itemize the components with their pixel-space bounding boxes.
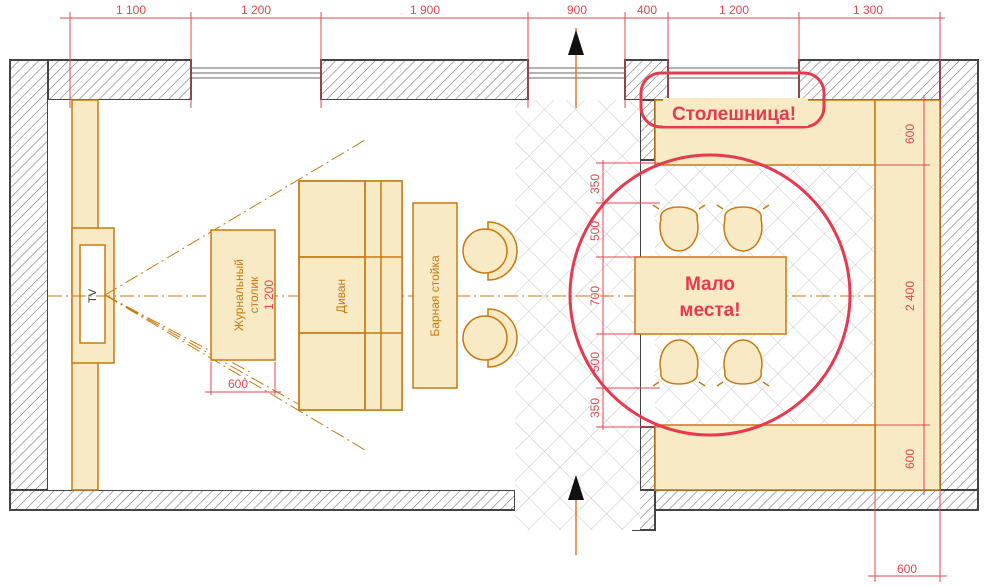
dim-top-1: 1 100 [116,3,146,17]
dim-top-2: 1 200 [241,3,271,17]
arrow-bottom-icon [568,475,584,500]
countertop-note: Столешница! [672,104,796,125]
pier-2 [320,59,529,101]
dining-set [634,204,787,387]
coffee-table-top [210,229,276,361]
dim-right-3: 600 [903,449,917,469]
sofa-cushion-3 [298,332,366,411]
little-space-line-1: Мало [685,274,735,295]
coffee-table-size: 1 200 [262,280,276,310]
bar-stools [462,221,518,368]
dim-right-1: 600 [903,124,917,144]
coffee-table-width: 600 [228,377,248,391]
window-3 [668,58,799,102]
coffee-table-label-1: Журнальный [232,259,246,331]
coffee-table-label-2: столик [247,276,261,313]
dim-bottom: 600 [897,562,917,576]
bar-counter-label: Барная стойка [428,255,442,337]
dim-top-3: 1 900 [410,3,440,17]
countertop-bottom [654,424,876,491]
dim-kitchen-5: 350 [588,398,602,418]
dim-top-7: 1 300 [853,3,883,17]
annotation-countertop: Столешница! [639,71,826,129]
dim-right-2: 2 400 [903,281,917,311]
top-dimension-labels: 1 100 1 200 1 900 900 400 1 200 1 300 [116,3,883,17]
bar-counter [412,202,458,389]
chair-2 [716,204,770,252]
little-space-circle [568,153,852,437]
partition-bottom [639,426,656,491]
dim-kitchen-3: 700 [588,286,602,306]
sofa [298,180,403,411]
bottom-dimension-line [868,490,947,582]
tiled-floor [515,100,640,530]
arrow-top-icon [568,30,584,55]
right-wall [939,59,979,511]
sofa-label: Диван [334,279,348,313]
dim-top-4: 900 [567,3,587,17]
sofa-back [364,180,403,411]
tv-label: TV [87,288,99,303]
chair-1 [652,204,706,252]
right-dimension-labels: 600 2 400 600 [903,124,917,469]
dim-top-5: 400 [637,3,657,17]
dim-top-6: 1 200 [719,3,749,17]
top-dimension-line [60,12,945,108]
right-dimension-line [875,95,930,495]
tv-screen [79,244,106,344]
coffee-table: Журнальный столик 1 200 600 [205,229,281,395]
bottom-wall-right [632,489,979,511]
annotation-little-space: Мало места! [568,153,852,437]
kitchen-dimension-labels: 350 500 700 500 350 [588,174,602,418]
window-1 [191,58,321,102]
chair-4 [716,339,770,387]
dim-kitchen-1: 350 [588,174,602,194]
dining-table [634,256,787,335]
dim-kitchen-2: 500 [588,221,602,241]
left-wall [9,59,49,511]
viewing-cone [104,139,366,451]
wall-left-ledge [9,489,516,511]
chair-3 [652,339,706,387]
section-arrows [568,28,584,555]
countertop-highlight [639,71,826,129]
little-space-line-2: места! [679,300,740,321]
